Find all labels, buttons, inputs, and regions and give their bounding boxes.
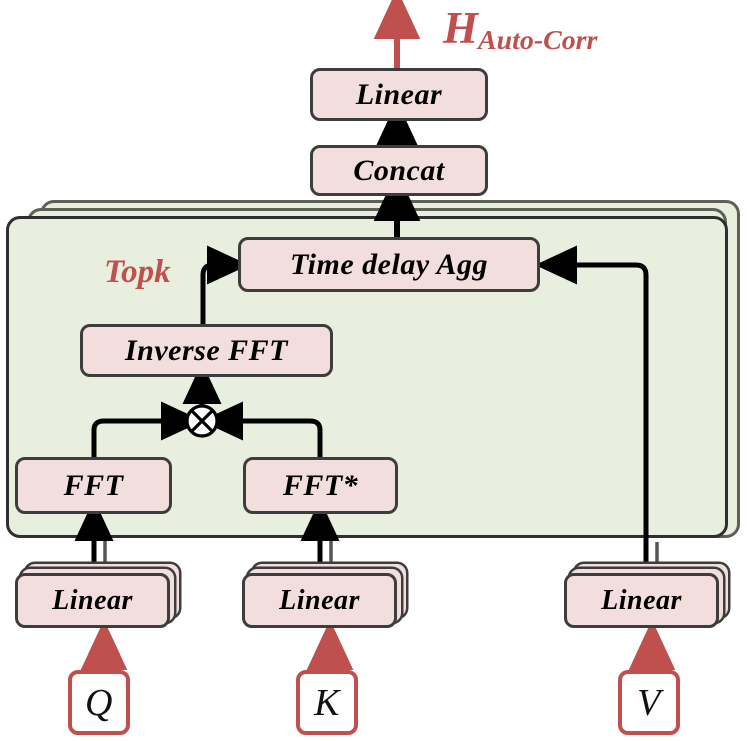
topk-label: Topk — [104, 254, 171, 290]
fft-block[interactable]: FFT — [15, 457, 172, 514]
input-key-box[interactable]: K — [296, 670, 358, 735]
connector-linearv-to-timedelayagg — [534, 245, 659, 573]
connector-fftconj-to-multiply — [200, 401, 323, 457]
circle-times-icon — [185, 404, 219, 438]
inverse-fft-block[interactable]: Inverse FFT — [80, 324, 333, 377]
arrow-q-to-linear — [80, 619, 128, 671]
title-subscript: Auto-Corr — [478, 25, 598, 57]
linear-q-block[interactable]: Linear — [15, 573, 170, 628]
output-linear-block[interactable]: Linear — [310, 68, 488, 121]
page-title: HAuto-Corr — [443, 2, 598, 57]
time-delay-agg-block[interactable]: Time delay Agg — [238, 237, 540, 292]
arrow-v-to-linear — [628, 619, 676, 671]
arrow-k-to-linear — [306, 619, 354, 671]
connector-inversefft-to-timedelayagg — [200, 245, 250, 324]
connector-linearq-to-fft — [74, 498, 114, 573]
input-value-box[interactable]: V — [618, 670, 680, 735]
concat-block[interactable]: Concat — [310, 145, 488, 196]
title-main: H — [443, 3, 479, 53]
linear-v-block[interactable]: Linear — [564, 573, 719, 628]
connector-fft-to-multiply — [91, 401, 204, 457]
fft-conjugate-block[interactable]: FFT* — [243, 457, 398, 514]
input-query-box[interactable]: Q — [68, 670, 130, 735]
connector-lineark-to-fftconj — [300, 498, 340, 573]
linear-k-block[interactable]: Linear — [242, 573, 397, 628]
